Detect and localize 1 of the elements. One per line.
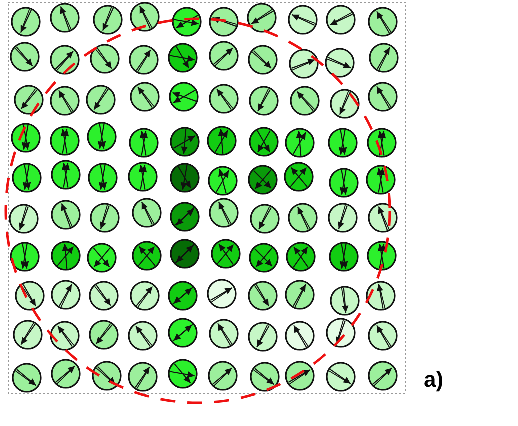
panel-label: a) <box>424 367 444 393</box>
